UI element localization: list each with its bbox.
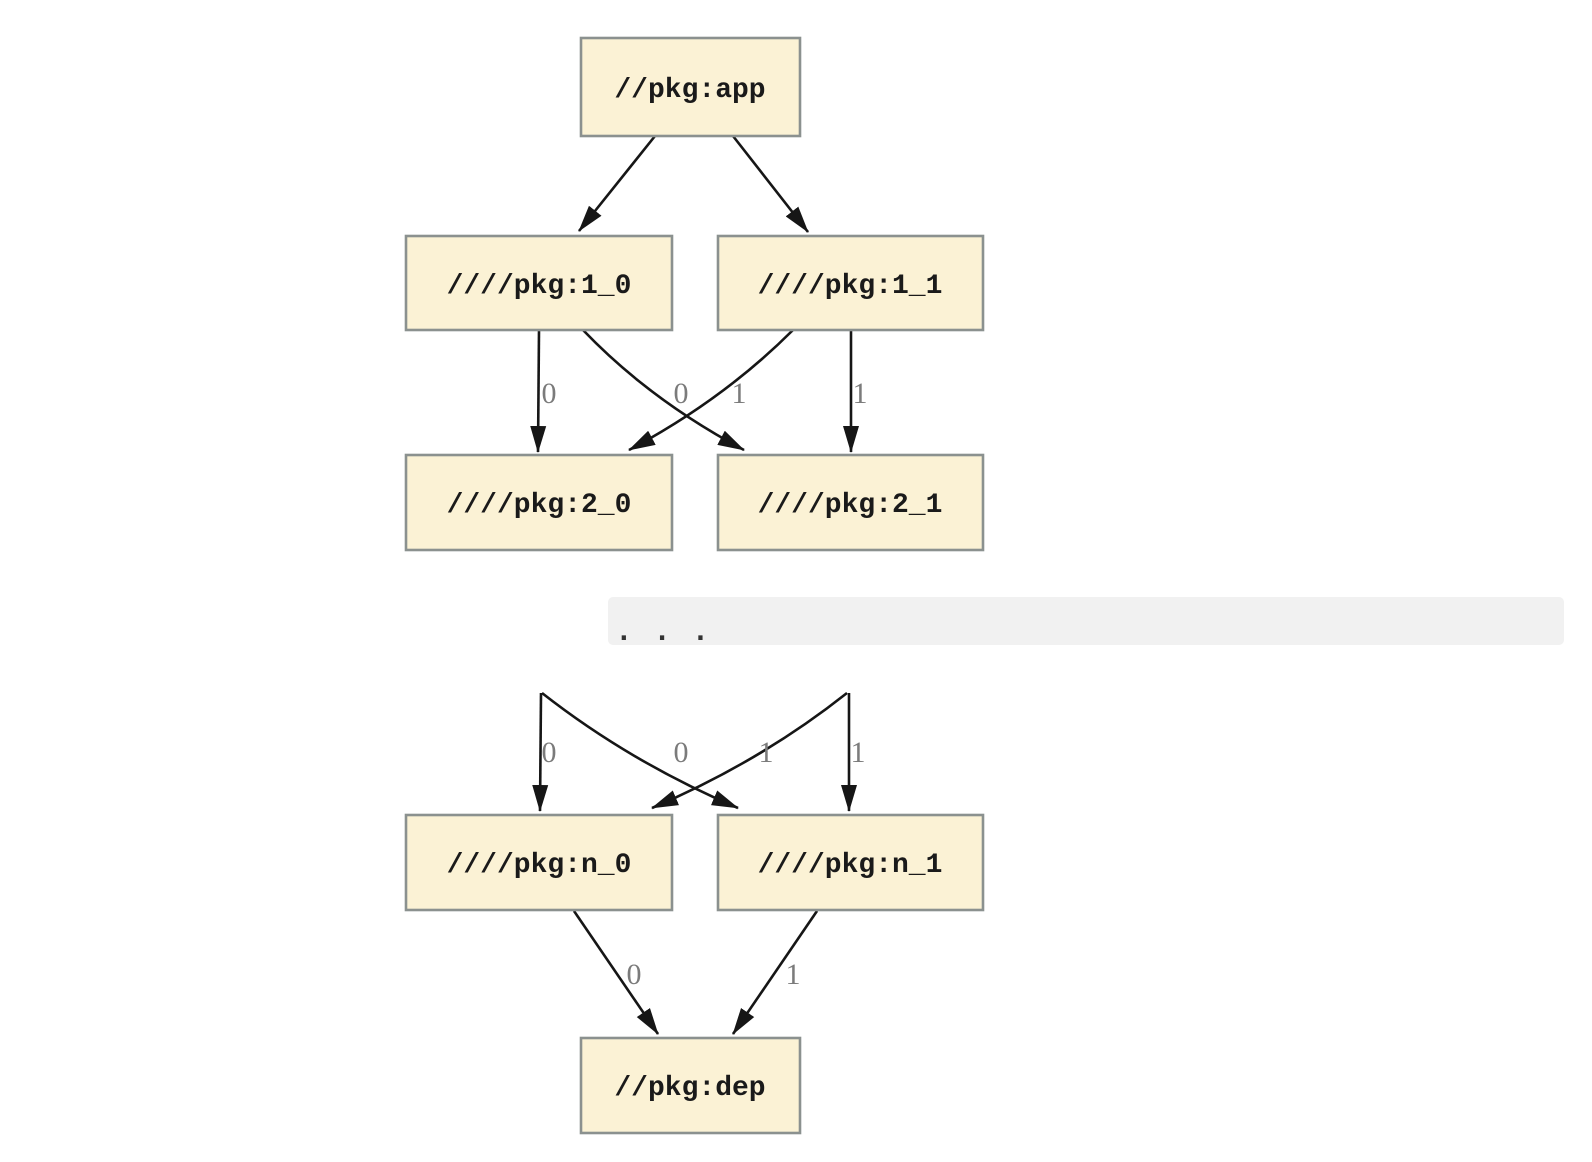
node-pkg-n_1-label: ////pkg:n_1: [758, 850, 943, 881]
node-pkg-n_0: ////pkg:n_0: [404, 813, 674, 912]
ellipsis-band: [608, 597, 1564, 645]
node-pkg-2_1-label: ////pkg:2_1: [758, 490, 943, 521]
edge-pkg-1_0-to-pkg-2_1: [582, 329, 745, 452]
node-pkg-2_0-label: ////pkg:2_0: [447, 490, 632, 521]
edge-ellipsis-to-pkg-n_0-direct: [532, 692, 549, 812]
node-pkg-2_1-box: [716, 453, 985, 552]
edge-label-to-n_0-direct: 0: [542, 736, 557, 769]
node-pkg-n_1-box: [716, 813, 985, 912]
edge-ellipsis-to-pkg-n_1-cross: [541, 691, 739, 810]
edge-label-to-n_1-direct: 1: [851, 736, 866, 769]
node-pkg-n_0-label: ////pkg:n_0: [447, 850, 632, 881]
node-pkg-n_1: ////pkg:n_1: [716, 813, 985, 912]
edge-label-n_0-to-dep: 0: [627, 958, 642, 991]
node-pkg-2_0-box: [404, 453, 674, 552]
edge-label-1_0-to-2_1: 1: [732, 377, 747, 410]
node-pkg-dep-label: //pkg:dep: [614, 1073, 765, 1104]
edge-label-n_1-to-dep: 1: [786, 958, 801, 991]
node-pkg-n_0-box: [404, 813, 674, 912]
node-pkg-1_0: ////pkg:1_0: [404, 234, 674, 332]
edge-label-1_1-to-2_0: 0: [674, 377, 689, 410]
node-pkg-2_1: ////pkg:2_1: [716, 453, 985, 552]
ellipsis-dots: . . .: [616, 617, 708, 647]
node-pkg-1_0-label: ////pkg:1_0: [447, 271, 632, 302]
edge-pkg-1_1-to-pkg-2_0: [628, 329, 794, 452]
node-pkg-app: //pkg:app: [579, 36, 802, 138]
edge-pkg-n_0-to-dep: [572, 910, 660, 1035]
edge-label-to-n_0-cross: 0: [674, 736, 689, 769]
node-pkg-app-box: [579, 36, 802, 138]
edge-label-1_1-to-2_1: 1: [853, 377, 868, 410]
node-pkg-1_1-label: ////pkg:1_1: [758, 271, 943, 302]
node-pkg-2_0: ////pkg:2_0: [404, 453, 674, 552]
edge-pkg-1_0-to-pkg-2_0: [530, 329, 547, 453]
node-pkg-dep-box: [579, 1036, 802, 1135]
edge-app-to-pkg-1_0: [577, 135, 657, 232]
edge-label-to-n_1-cross: 1: [759, 736, 774, 769]
edge-app-to-pkg-1_1: [731, 135, 810, 233]
edge-ellipsis-to-pkg-n_0-cross: [651, 691, 848, 810]
node-pkg-1_0-box: [404, 234, 674, 332]
node-pkg-dep: //pkg:dep: [579, 1036, 802, 1135]
node-pkg-1_1-box: [716, 234, 985, 332]
edge-label-1_0-to-2_0: 0: [542, 377, 557, 410]
node-pkg-1_1: ////pkg:1_1: [716, 234, 985, 332]
node-pkg-app-label: //pkg:app: [614, 75, 765, 106]
edge-pkg-n_1-to-dep: [731, 910, 819, 1035]
